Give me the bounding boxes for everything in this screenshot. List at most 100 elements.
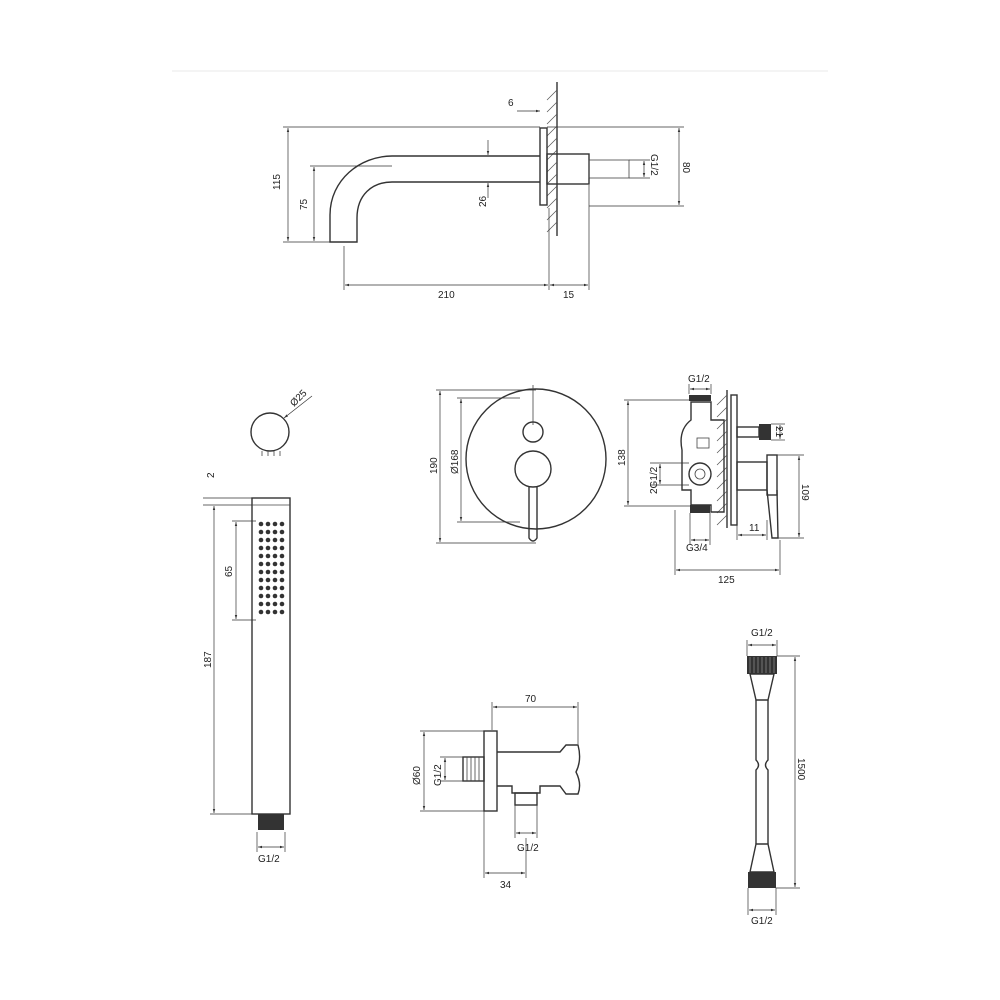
mixer-side-valve-body [680,401,725,513]
spray-nozzle [258,569,264,575]
spray-nozzle [279,609,285,615]
hose-top-cone [749,673,775,701]
spout-dim-height-total: 115 [272,174,283,190]
wall-outlet-outlet-thread [514,792,538,806]
spray-nozzle [279,569,285,575]
mixer-handle-lever [528,487,538,542]
spray-nozzle [265,601,271,607]
spray-nozzle [265,521,271,527]
spray-nozzle [265,553,271,559]
spray-nozzle [272,537,278,543]
spray-nozzle [258,537,264,543]
hand-shower-thread [258,814,284,830]
mixer-handle-hub [514,450,552,488]
spray-nozzle [265,529,271,535]
spray-nozzle [272,601,278,607]
spray-nozzle [279,537,285,543]
spray-nozzle [265,577,271,583]
spray-nozzle [279,521,285,527]
spray-nozzle [265,537,271,543]
spray-nozzle [258,561,264,567]
spray-nozzle [279,545,285,551]
mixer-side-wall-hatch [716,394,728,526]
spray-nozzle [272,585,278,591]
spray-nozzle [258,585,264,591]
hose-dim-bottom-thread: G1/2 [751,916,773,927]
hand-shower-spray-face [258,521,285,615]
wall-outlet-dim-depth: 34 [500,880,512,891]
spray-nozzle [272,521,278,527]
hand-shower-dim-thread: G1/2 [258,854,280,865]
spout-dim-depth: 15 [563,290,575,301]
hand-shower-body [251,497,291,815]
spray-nozzle [265,545,271,551]
mixer-side-dim-handle-offset: 21 [773,426,784,438]
hose-body [755,700,769,844]
spray-nozzle [272,609,278,615]
spray-nozzle [272,545,278,551]
spray-nozzle [279,577,285,583]
wall-outlet-dim-diameter: Ø60 [412,766,423,785]
hand-shower-dim-head-gap: 2 [206,472,217,478]
hand-shower-dim-total-length: 187 [203,651,214,668]
mixer-cover-plate [465,388,607,530]
spout-pipe [329,155,540,243]
spray-nozzle [265,593,271,599]
spray-nozzle [265,585,271,591]
mixer-side-dim-height: 138 [617,449,628,466]
spray-nozzle [272,569,278,575]
hose-bottom-cone [749,843,775,873]
spray-nozzle [258,577,264,583]
hose-bottom-nut [748,872,776,888]
spray-nozzle [258,553,264,559]
spout-dim-flange: 80 [680,162,691,174]
mixer-side-dim-wall-offset: 11 [749,523,760,534]
spray-nozzle [279,585,285,591]
spray-nozzle [258,601,264,607]
spray-nozzle [279,529,285,535]
spray-nozzle [272,593,278,599]
spray-nozzle [279,553,285,559]
spout-drawing: 6 115 75 26 G1/2 80 210 15 [272,82,691,301]
spray-nozzle [272,553,278,559]
spray-nozzle [258,521,264,527]
spray-nozzle [265,609,271,615]
spray-nozzle [265,569,271,575]
hose-dim-length: 1500 [795,758,806,781]
hand-shower-top-view [250,412,290,452]
spray-nozzle [279,561,285,567]
spray-nozzle [258,545,264,551]
spout-dim-thread: G1/2 [648,154,659,176]
mixer-side-plate [730,394,738,526]
mixer-side-dim-side-thread: 2G1/2 [649,466,660,494]
spray-nozzle [279,601,285,607]
mixer-side-drawing: G1/2 138 2G1/2 21 109 11 G3/4 125 [617,374,810,586]
mixer-side-handle [736,461,768,491]
wall-outlet-inlet-hatch [466,757,480,781]
spray-nozzle [258,609,264,615]
mixer-side-dim-bottom-thread: G3/4 [686,543,708,554]
hose-drawing: G1/2 1500 G1/2 [746,628,806,927]
spout-dim-wall-gap: 6 [508,98,514,109]
spray-nozzle [272,577,278,583]
mixer-side-dim-plate-height: 109 [799,484,810,501]
mixer-side-dim-depth: 125 [718,575,735,586]
spray-nozzle [258,593,264,599]
wall-outlet-flange [483,730,498,812]
hose-dim-top-thread: G1/2 [751,628,773,639]
hand-shower-drawing: Ø25 2 65 187 G1/2 [203,388,313,865]
spout-dim-pipe: 26 [478,195,489,207]
mixer-front-drawing: 190 Ø168 [429,385,607,544]
spray-nozzle [265,561,271,567]
spout-thread-stub [588,159,630,179]
wall-outlet-dim-outlet-thread: G1/2 [517,843,539,854]
spray-nozzle [272,529,278,535]
wall-outlet-body [497,744,581,795]
mixer-front-dim-plate-inner: Ø168 [450,449,461,474]
spout-connector [546,153,590,185]
wall-outlet-drawing: 70 Ø60 G1/2 G1/2 34 [412,694,581,891]
spout-flange [539,127,548,206]
spout-dim-length: 210 [438,290,455,301]
spout-wall-hatch [546,82,558,236]
